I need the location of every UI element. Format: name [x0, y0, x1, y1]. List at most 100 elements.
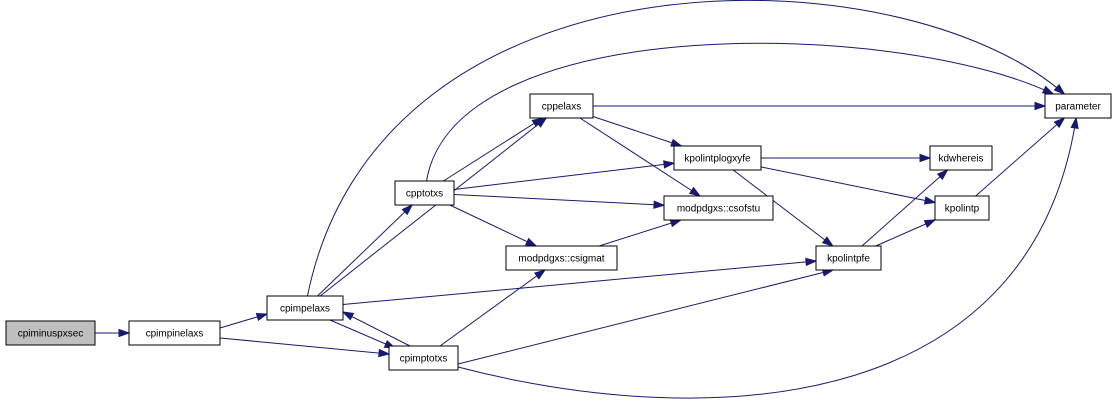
- node-cpimpinelaxs[interactable]: cpimpinelaxs: [128, 320, 221, 346]
- node-box: [505, 245, 618, 271]
- edge-cpimpelaxs-to-kpolintpfe: [342, 257, 818, 306]
- arrow-head: [670, 138, 683, 147]
- edge-cpptotxs-to-modpdgxs_csofstu: [453, 194, 666, 209]
- node-cpptotxs[interactable]: cpptotxs: [394, 180, 455, 206]
- node-label: kpolintplogxyfe: [684, 154, 751, 165]
- node-modpdgxs-csofstu[interactable]: modpdgxs::csofstu: [663, 195, 774, 221]
- edge-cpiminuspxsec-to-cpimpinelaxs: [95, 328, 131, 338]
- arrow-head: [255, 312, 269, 322]
- edge-line: [875, 219, 936, 247]
- arrow-head: [1053, 83, 1066, 95]
- node-box: [394, 180, 455, 206]
- edge-line: [342, 311, 411, 347]
- edge-kpolintpfe-to-kpolintp: [875, 219, 937, 247]
- node-cpiminuspxsec: cpiminuspxsec: [5, 320, 96, 346]
- edge-line: [439, 269, 546, 347]
- edge-line: [975, 117, 1065, 197]
- edge-line: [306, 0, 1065, 297]
- edge-line: [426, 42, 1054, 182]
- edge-kpolintplogxyfe-to-kpolintp: [760, 166, 937, 205]
- arrow-head: [118, 328, 131, 338]
- edge-line: [443, 117, 543, 182]
- arrow-head: [923, 219, 937, 228]
- edge-line: [449, 204, 537, 247]
- edge-cpimpinelaxs-to-cpimptotxs: [219, 337, 391, 358]
- node-kpolintp[interactable]: kpolintp: [934, 195, 990, 221]
- edge-line: [457, 117, 1077, 399]
- edge-cppelaxs-to-modpdgxs_csofstu: [579, 117, 702, 197]
- edge-line: [760, 166, 936, 203]
- arrow-head: [923, 196, 937, 205]
- node-kdwhereis[interactable]: kdwhereis: [929, 145, 993, 171]
- arrow-head: [919, 153, 932, 163]
- arrow-head: [669, 219, 683, 228]
- node-box: [673, 145, 762, 171]
- node-cpimpelaxs[interactable]: cpimpelaxs: [266, 295, 344, 321]
- edge-cpimpelaxs-to-parameter: [306, 0, 1066, 297]
- node-box: [934, 195, 990, 221]
- node-label: cpiminuspxsec: [18, 329, 84, 340]
- arrow-head: [401, 203, 414, 216]
- edge-line: [732, 169, 834, 247]
- node-label: kpolintp: [945, 204, 980, 215]
- node-kpolintplogxyfe[interactable]: kpolintplogxyfe: [673, 145, 762, 171]
- arrow-head: [1053, 117, 1066, 129]
- arrow-head: [1034, 101, 1047, 111]
- edge-cpimpinelaxs-to-cpimpelaxs: [219, 312, 269, 329]
- arrow-head: [533, 269, 547, 280]
- edge-line: [592, 116, 682, 147]
- arrow-head: [1070, 116, 1079, 130]
- edge-line: [453, 194, 665, 206]
- node-label: modpdgxs::csofstu: [677, 204, 760, 215]
- edge-cpimptotxs-to-cpimpelaxs: [341, 311, 411, 347]
- node-cpimptotxs[interactable]: cpimptotxs: [388, 345, 459, 371]
- node-label: cppelaxs: [542, 102, 581, 113]
- edge-line: [317, 204, 413, 297]
- edge-line: [861, 169, 948, 247]
- edge-line: [342, 260, 817, 306]
- edge-cpptotxs-to-modpdgxs_csigmat: [449, 204, 538, 247]
- arrow-head: [805, 257, 818, 267]
- edge-modpdgxs_csigmat-to-modpdgxs_csofstu: [599, 219, 683, 247]
- node-label: kpolintpfe: [827, 254, 870, 265]
- node-label: cpptotxs: [406, 189, 443, 200]
- edge-cpimpelaxs-to-cpptotxs: [317, 203, 414, 297]
- edge-line: [453, 162, 675, 190]
- edge-cpptotxs-to-kpolintplogxyfe: [453, 160, 676, 190]
- node-label: kdwhereis: [938, 154, 983, 165]
- node-label: cpimptotxs: [400, 354, 448, 365]
- node-parameter[interactable]: parameter: [1044, 93, 1112, 119]
- edge-kpolintplogxyfe-to-kdwhereis: [761, 153, 932, 163]
- node-modpdgxs-csigmat[interactable]: modpdgxs::csigmat: [505, 245, 618, 271]
- node-box: [266, 295, 344, 321]
- node-box: [128, 320, 221, 346]
- edge-cpimptotxs-to-kpolintpfe: [457, 268, 835, 365]
- edge-kpolintplogxyfe-to-kpolintpfe: [732, 169, 834, 247]
- edge-cpptotxs-to-parameter: [426, 42, 1055, 182]
- arrow-head: [821, 236, 834, 247]
- edge-cpimptotxs-to-parameter: [457, 116, 1079, 399]
- arrow-head: [378, 348, 391, 358]
- node-box: [1044, 93, 1112, 119]
- node-box: [388, 345, 459, 371]
- node-cppelaxs[interactable]: cppelaxs: [529, 93, 594, 119]
- edge-line: [599, 219, 681, 247]
- arrow-head: [936, 168, 949, 181]
- node-box: [5, 320, 96, 346]
- arrow-head: [653, 200, 666, 209]
- edge-line: [319, 117, 547, 297]
- arrow-head: [531, 117, 544, 128]
- edge-line: [219, 337, 390, 355]
- node-kpolintpfe[interactable]: kpolintpfe: [815, 245, 882, 271]
- arrow-head: [341, 311, 355, 321]
- edge-cppelaxs-to-kpolintplogxyfe: [592, 116, 683, 147]
- node-box: [815, 245, 882, 271]
- edge-cpimptotxs-to-modpdgxs_csigmat: [439, 269, 547, 347]
- edge-line: [457, 269, 834, 365]
- node-box: [529, 93, 594, 119]
- edges-layer: [95, 0, 1079, 399]
- edge-line: [329, 319, 396, 349]
- node-box: [929, 145, 993, 171]
- edge-kpolintp-to-parameter: [975, 117, 1066, 197]
- node-box: [663, 195, 774, 221]
